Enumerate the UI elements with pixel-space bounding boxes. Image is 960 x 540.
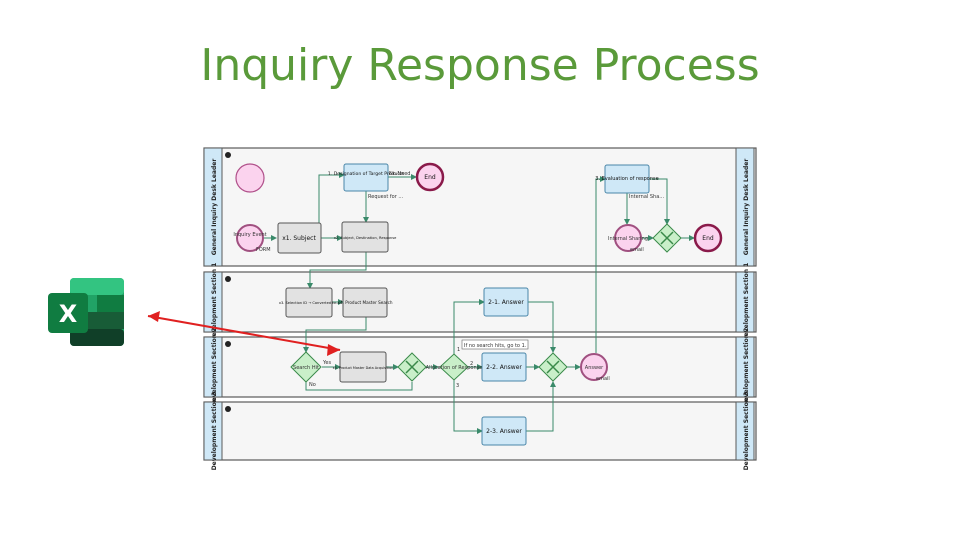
flow-label-no-need: No Need xyxy=(389,171,410,177)
flow-label-internal: Internal Sha... xyxy=(629,194,664,200)
answer-event xyxy=(580,353,608,381)
lane-label-left: Development Section 3 xyxy=(211,392,218,471)
end-event-label: End xyxy=(424,174,436,181)
flow-label-2: 2 xyxy=(470,361,473,367)
task-x1-label: x1. Subject xyxy=(282,235,316,242)
gateway-allocation-label: Allocation of Response xyxy=(426,365,483,371)
task-answer-2-3-label: 2-3. Answer xyxy=(486,428,522,435)
task-x3-label: x3. Selection ID → Converted to... xyxy=(279,301,339,305)
gateway-x-icon xyxy=(405,360,419,374)
inquiry-event-label: Inquiry Event xyxy=(233,232,266,238)
task-x5 xyxy=(339,351,387,383)
flow-label-request: Request for ... xyxy=(368,194,404,200)
flow-label-no: No xyxy=(309,382,316,388)
end-event xyxy=(693,223,723,253)
person-icon xyxy=(225,276,231,282)
lane-dev-section-3: Development Section 3 Development Sectio… xyxy=(203,392,757,471)
lane-label-right: Development Section 1 xyxy=(743,263,750,342)
excel-app-icon: X xyxy=(48,278,124,346)
annotation-note xyxy=(461,339,529,350)
email-label: email xyxy=(596,376,610,382)
answer-event-label: Answer xyxy=(585,365,604,371)
lane-label-left: General Inquiry Desk Leader xyxy=(211,159,218,256)
person-icon xyxy=(225,152,231,158)
task-evaluation-label: 3. Evaluation of response xyxy=(595,176,658,182)
gateway-x-icon xyxy=(660,231,674,245)
gateway-allocation xyxy=(439,353,469,381)
start-event xyxy=(235,163,265,193)
gateway-search-hit xyxy=(290,351,322,383)
red-arrow-head-left xyxy=(148,311,160,322)
inquiry-event xyxy=(236,224,264,252)
slide-title: Inquiry Response Process xyxy=(200,40,760,91)
internal-sharing-event xyxy=(614,224,642,252)
email-label: email xyxy=(630,247,644,253)
lane-label-left: Development Section 1 xyxy=(211,263,218,342)
lane-label-right: Development Section 3 xyxy=(743,392,750,471)
person-icon xyxy=(225,341,231,347)
flow-label-yes: Yes xyxy=(322,360,331,366)
task-answer-2-2-label: 2-2. Answer xyxy=(486,364,522,371)
task-x2 xyxy=(341,221,389,253)
form-label: FORM xyxy=(256,247,271,253)
task-designation-label: 1. Designation of Target Products xyxy=(328,171,405,177)
task-answer-2-1 xyxy=(483,287,529,317)
annotation-note-text: If no search hits, go to 1. xyxy=(464,343,527,349)
task-designation xyxy=(343,163,389,192)
task-answer-2-3 xyxy=(481,416,527,446)
flow-label-3: 3 xyxy=(456,383,459,389)
internal-sharing-label: Internal Sharing xyxy=(608,236,648,242)
task-evaluation xyxy=(604,164,650,194)
flow-label-1: 1 xyxy=(457,347,460,353)
red-arrow-head-right xyxy=(327,344,340,356)
task-x5-label: x5. Product Master Data Acquisition xyxy=(333,366,394,370)
lane-label-right: General Inquiry Desk Leader xyxy=(743,159,750,256)
gateway-x-icon xyxy=(546,360,560,374)
person-icon xyxy=(225,406,231,412)
end-event-label: End xyxy=(702,235,714,242)
task-x4 xyxy=(342,287,388,318)
task-x2-label: x2. Subject, Destination, Response xyxy=(334,236,397,240)
task-answer-2-1-label: 2-1. Answer xyxy=(488,299,524,306)
task-x3 xyxy=(285,287,333,318)
lane-label-left: Development Section 2 xyxy=(211,328,218,407)
task-x1-subject xyxy=(277,222,322,254)
red-arrow xyxy=(147,315,341,351)
sequence-flows xyxy=(263,172,695,434)
svg-text:X: X xyxy=(59,300,78,328)
task-x4-label: x4. Product Master Search xyxy=(337,300,392,305)
gateway-search-hit-label: Search Hit xyxy=(293,365,319,371)
lane-label-right: Development Section 2 xyxy=(743,328,750,407)
task-answer-2-2 xyxy=(481,352,527,382)
end-event xyxy=(415,162,445,192)
